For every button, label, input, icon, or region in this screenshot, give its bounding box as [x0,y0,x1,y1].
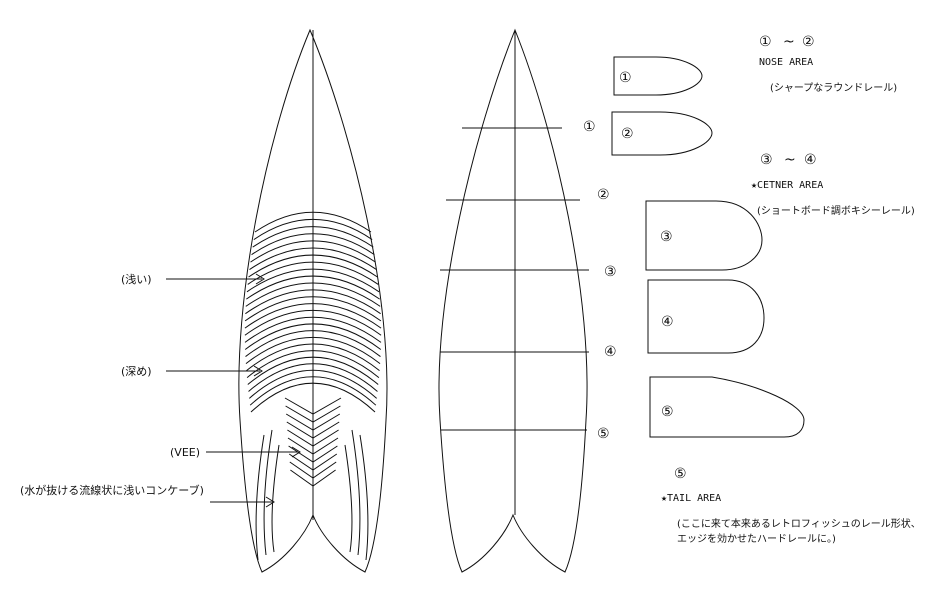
vee-chevron [288,453,338,471]
rail-profile-label-4: ④ [661,314,674,330]
tail-channel-lines [255,429,369,561]
concave-arc [245,336,381,365]
concave-arc [244,323,382,350]
note-nose-range-sep: ~ [783,34,795,50]
concave-arc [248,254,378,278]
concave-arc [247,356,379,385]
vee-chevron [284,397,342,415]
note-center-area: ★CETNER AREA [751,180,823,191]
note-nose-area: NOSE AREA [759,57,813,68]
rail-profile-label-1: ① [619,70,632,86]
rail-profile-labels: ① ② ③ ④ ⑤ [619,70,674,420]
vee-chevron [287,429,339,447]
note-tail-range-start: ⑤ [674,466,687,482]
rail-profile-2 [611,111,713,156]
note-tail: ⑤ ★TAIL AREA (ここに来て本来あるレトロフィッシュのレール形状、 エ… [661,466,921,545]
concave-arc [248,363,378,392]
concave-arc [245,330,381,357]
note-center-range-end: ④ [804,152,817,168]
concave-arc [251,233,375,256]
concave-arc [250,382,376,413]
concave-arc [244,310,382,336]
note-tail-area: ★TAIL AREA [661,493,721,504]
concave-arc [250,240,376,263]
rail-profile-label-2: ② [621,126,634,142]
rail-profile-1 [613,56,703,96]
concave-arc [246,268,380,293]
note-nose-range-end: ② [802,34,815,50]
concave-arc [244,296,382,322]
note-nose: ① ~ ② NOSE AREA (シャープなラウンドレール) [759,34,897,94]
left-board-labels: (浅い) (深め) (VEE) (水が抜ける流線状に浅いコンケーブ) [20,273,204,497]
right-board-section-numbers: ① ② ③ ④ ⑤ [583,119,617,442]
vee-chevron [285,413,341,431]
right-board-deck-view [438,28,589,573]
label-concave: (水が抜ける流線状に浅いコンケーブ) [20,483,204,497]
concave-arc [246,343,380,372]
label-deep: (深め) [121,365,152,378]
section-number-4: ④ [604,344,617,360]
vee-chevrons [284,397,342,487]
note-tail-desc-line2: エッジを効かせたハードレールに。) [677,532,836,545]
concave-arc [249,376,377,406]
concave-arcs [244,211,382,413]
vee-chevron [286,421,340,439]
note-nose-range-start: ① [759,34,772,50]
right-board-outline [438,28,588,573]
concave-arc [246,275,380,300]
label-arrows [166,273,301,508]
concave-arc [246,350,380,378]
concave-arc [249,247,377,271]
concave-arc [244,303,382,329]
vee-chevron [290,469,336,487]
concave-arc [254,211,372,233]
note-center-desc: (ショートボード調ボキシーレール) [757,204,915,217]
vee-chevron [289,461,337,479]
rail-profiles [611,56,805,438]
concave-arc [253,218,373,240]
rail-profile-4 [647,279,765,354]
left-board-bottom-view [238,28,388,573]
concave-arc [244,316,382,343]
label-shallow: (浅い) [121,273,152,286]
section-number-2: ② [597,187,610,203]
note-center: ③ ~ ④ ★CETNER AREA (ショートボード調ボキシーレール) [751,152,915,217]
concave-arc [247,261,379,285]
note-tail-desc-line1: (ここに来て本来あるレトロフィッシュのレール形状、 [677,517,921,530]
section-number-3: ③ [604,264,617,280]
concave-arc [245,282,381,307]
rail-profile-label-3: ③ [660,229,673,245]
note-center-range-sep: ~ [784,152,796,168]
section-number-5: ⑤ [597,426,610,442]
rail-profile-3 [645,200,763,271]
vee-chevron [285,405,341,423]
rail-profile-5 [649,376,805,438]
vee-chevron [287,437,339,455]
note-center-range-start: ③ [760,152,773,168]
concave-arc [245,289,381,315]
vee-chevron [288,445,338,463]
section-number-1: ① [583,119,596,135]
label-vee: (VEE) [170,446,200,459]
rail-profile-label-5: ⑤ [661,404,674,420]
note-nose-desc: (シャープなラウンドレール) [770,82,897,94]
concave-arc [248,369,378,399]
concave-arc [252,226,374,248]
